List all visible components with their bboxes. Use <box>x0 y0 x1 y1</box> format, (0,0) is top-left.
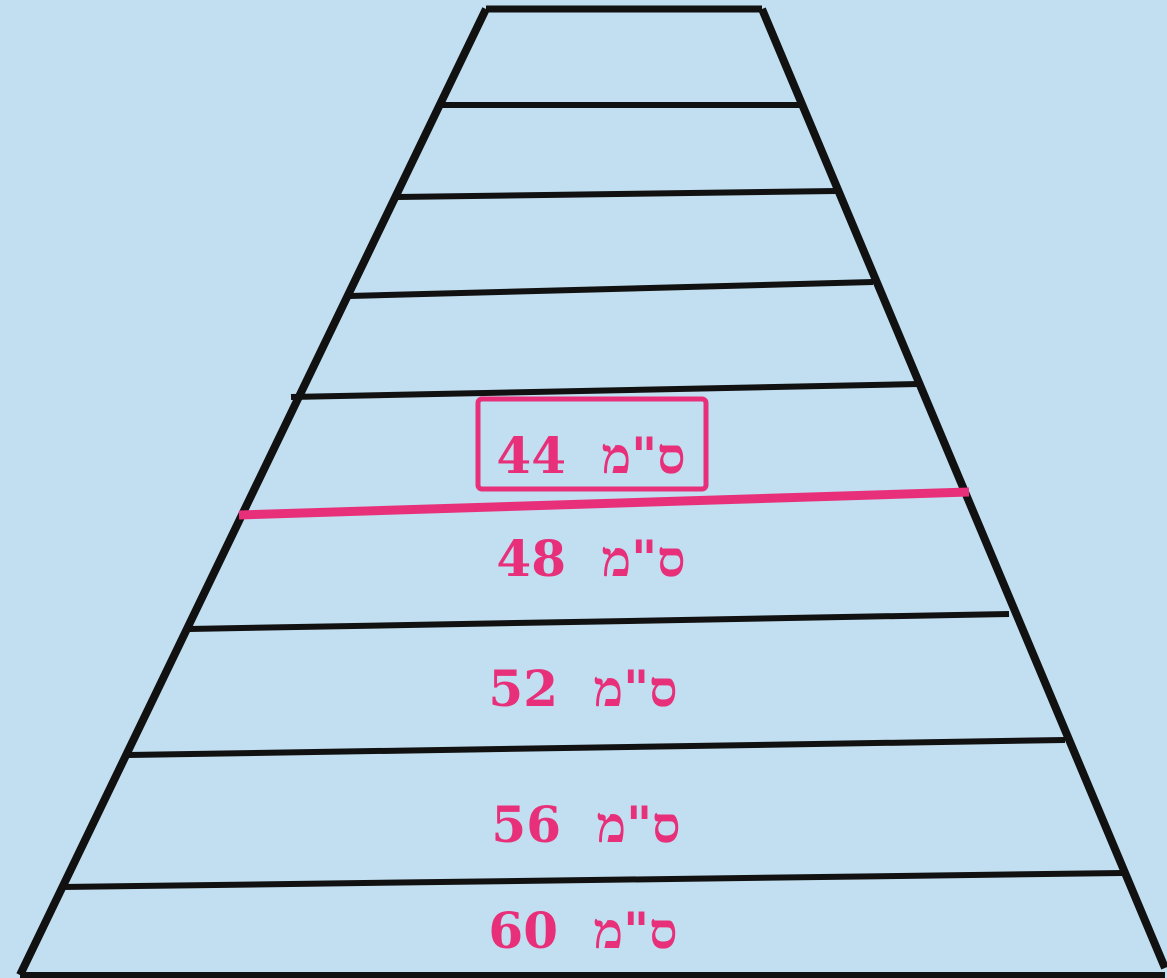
rung-3 <box>349 279 874 299</box>
highlight-box <box>475 396 709 492</box>
label-60-unit: ס"מ <box>593 901 677 960</box>
label-48-unit: ס"מ <box>601 529 685 588</box>
label-48-value: 48 <box>496 529 566 588</box>
label-60: 60 ס"מ <box>488 901 677 960</box>
label-52-value: 52 <box>488 659 558 718</box>
rung-highlighted <box>238 487 970 520</box>
left-rail <box>16 7 490 977</box>
label-44: 44 ס"מ <box>496 426 685 485</box>
label-60-value: 60 <box>488 901 558 960</box>
rung-7 <box>127 737 1066 758</box>
label-56: 56 ס"מ <box>491 795 680 854</box>
label-52-unit: ס"מ <box>593 659 677 718</box>
rung-2 <box>397 188 837 200</box>
label-52: 52 ס"מ <box>488 659 677 718</box>
rung-6 <box>188 611 1010 632</box>
rung-8 <box>61 870 1124 890</box>
label-44-unit: ס"מ <box>601 426 685 485</box>
label-48: 48 ס"מ <box>496 529 685 588</box>
rung-4 <box>290 381 919 400</box>
label-56-unit: ס"מ <box>596 795 680 854</box>
label-56-value: 56 <box>491 795 561 854</box>
label-44-value: 44 <box>496 426 566 485</box>
